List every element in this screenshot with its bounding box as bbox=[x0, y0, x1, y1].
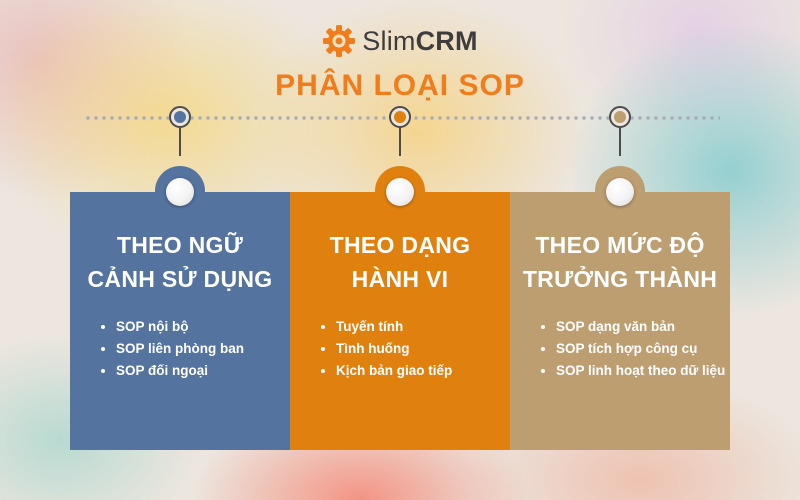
category-card-usage-context: THEO NGỮ CẢNH SỬ DỤNG SOP nội bộ SOP liê… bbox=[70, 192, 290, 450]
timeline-node-2 bbox=[389, 106, 411, 128]
category-card-maturity-level: THEO MỨC ĐỘ TRƯỞNG THÀNH SOP dạng văn bả… bbox=[510, 192, 730, 450]
card-heading-line: THEO NGỮ bbox=[116, 232, 244, 258]
category-card-behavior-type: THEO DẠNG HÀNH VI Tuyến tính Tình huống … bbox=[290, 192, 510, 450]
list-item: Tình huống bbox=[336, 338, 516, 360]
list-item: SOP linh hoạt theo dữ liệu bbox=[556, 360, 736, 382]
card-item-list: Tuyến tính Tình huống Kịch bản giao tiếp bbox=[318, 316, 516, 382]
list-item: Kịch bản giao tiếp bbox=[336, 360, 516, 382]
list-item: SOP liên phòng ban bbox=[116, 338, 296, 360]
timeline-stem-2 bbox=[399, 128, 401, 156]
timeline-node-1 bbox=[169, 106, 191, 128]
list-item: SOP dạng văn bản bbox=[556, 316, 736, 338]
timeline-node-3 bbox=[609, 106, 631, 128]
card-pin-3 bbox=[606, 178, 634, 206]
card-heading-line: THEO DẠNG bbox=[329, 232, 471, 258]
timeline-stem-1 bbox=[179, 128, 181, 156]
card-heading-line: TRƯỞNG THÀNH bbox=[522, 266, 718, 292]
card-heading: THEO DẠNG HÀNH VI bbox=[290, 228, 510, 296]
brand-name-light: Slim bbox=[362, 26, 416, 56]
list-item: Tuyến tính bbox=[336, 316, 516, 338]
page-title: PHÂN LOẠI SOP bbox=[275, 69, 525, 102]
card-item-list: SOP nội bộ SOP liên phòng ban SOP đối ng… bbox=[98, 316, 296, 382]
card-pin-1 bbox=[166, 178, 194, 206]
card-heading: THEO MỨC ĐỘ TRƯỞNG THÀNH bbox=[510, 228, 730, 296]
card-heading-line: THEO MỨC ĐỘ bbox=[535, 232, 705, 258]
gear-icon bbox=[323, 25, 356, 57]
list-item: SOP nội bộ bbox=[116, 316, 296, 338]
list-item: SOP đối ngoại bbox=[116, 360, 296, 382]
card-heading-line: HÀNH VI bbox=[351, 266, 449, 292]
brand-name: SlimCRM bbox=[362, 24, 477, 58]
brand-name-bold: CRM bbox=[415, 26, 478, 56]
card-heading: THEO NGỮ CẢNH SỬ DỤNG bbox=[70, 228, 290, 296]
timeline-stem-3 bbox=[619, 128, 621, 156]
card-heading-line: CẢNH SỬ DỤNG bbox=[87, 266, 273, 292]
brand-logo: SlimCRM bbox=[0, 24, 800, 58]
card-pin-2 bbox=[386, 178, 414, 206]
card-item-list: SOP dạng văn bản SOP tích hợp công cụ SO… bbox=[538, 316, 736, 382]
list-item: SOP tích hợp công cụ bbox=[556, 338, 736, 360]
